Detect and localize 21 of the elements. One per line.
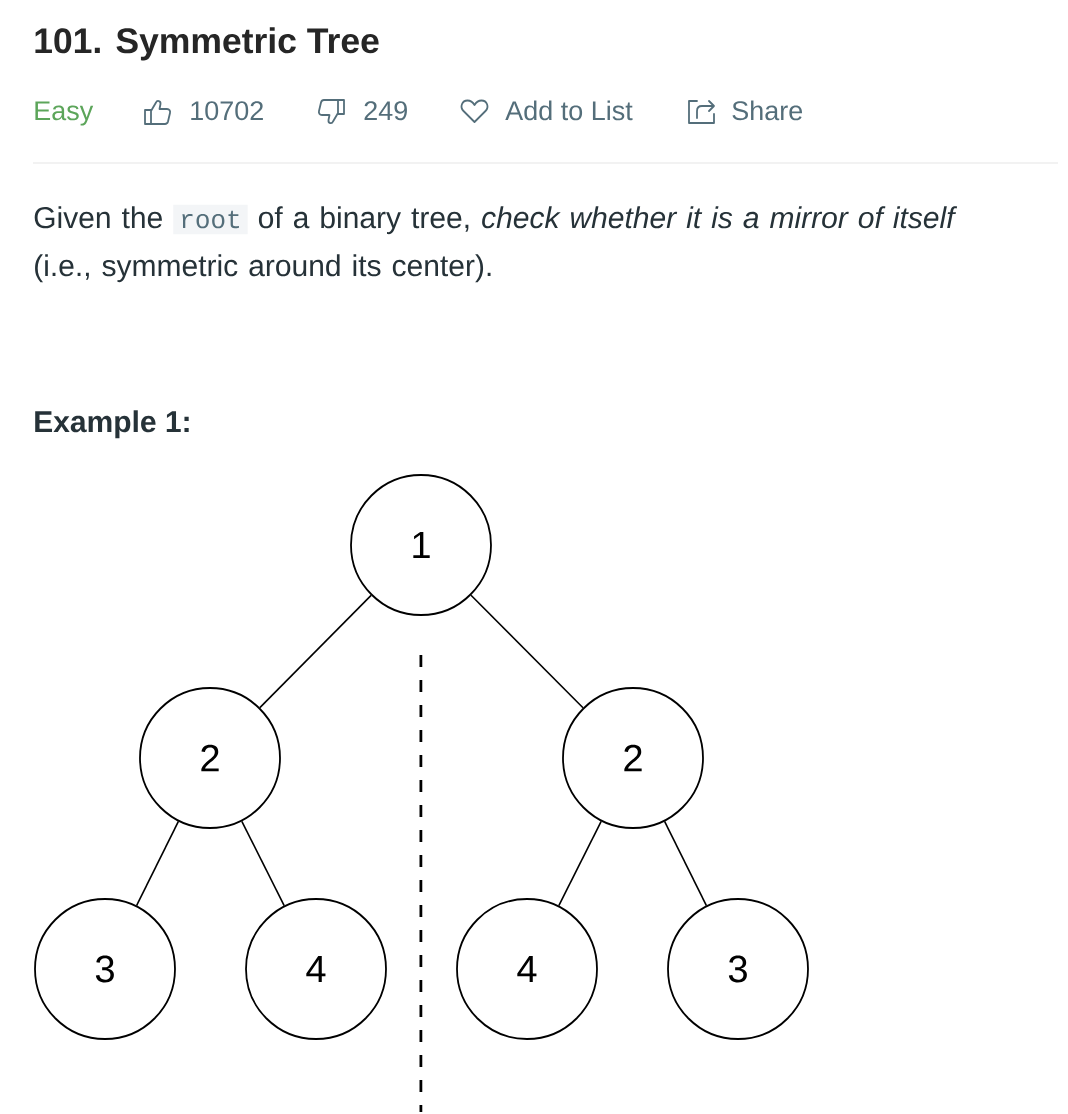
tree-node: 4 (456, 898, 598, 1040)
description-text: Given the root of a binary tree, check whether it is a mirror of itself (i.e., symmetric around its center). (34, 204, 958, 283)
tree-edge (135, 820, 180, 907)
tree-edge (558, 820, 602, 907)
share-link: Share (732, 100, 803, 121)
tree-node: 4 (245, 898, 387, 1040)
dislike-count: 249 (364, 101, 407, 121)
tree-edge (470, 594, 584, 709)
problem-title: 101. Symmetric Tree (35, 27, 379, 61)
add-to-list-link: Add to List (505, 100, 633, 121)
tree-edge (663, 820, 708, 907)
section-heading: Example 1: (35, 410, 189, 439)
tree-node: 2 (139, 687, 281, 829)
tree-edge (241, 820, 285, 907)
tree-edge (259, 594, 372, 709)
tree-node: 1 (350, 474, 492, 616)
difficulty-label: Easy (35, 101, 94, 126)
like-count: 10702 (191, 101, 263, 121)
tree-node: 3 (667, 898, 809, 1040)
tree-node: 2 (562, 687, 704, 829)
tree-node: 3 (34, 898, 176, 1040)
